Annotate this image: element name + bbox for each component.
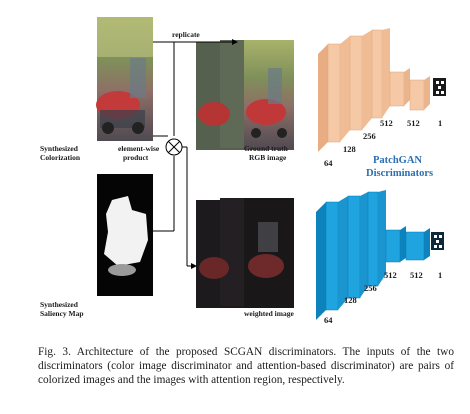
top-size-1: 1: [438, 118, 442, 128]
top-size-64: 64: [324, 158, 333, 168]
ground-truth-rgb-label: Ground truth RGB image: [244, 144, 290, 162]
patchgan-label: PatchGAN Discriminators: [366, 155, 433, 179]
architecture-figure: replicate Synthesized Colorization eleme…: [40, 17, 446, 325]
top-size-512-b: 512: [407, 118, 420, 128]
ground-truth-weighted-label: Ground truth weighted image: [244, 300, 294, 318]
top-size-128: 128: [343, 144, 356, 154]
element-wise-product-label: element-wise product: [118, 144, 161, 162]
synthesized-saliency-map: [97, 174, 153, 296]
synthesized-colorization-label: Synthesized Colorization: [40, 144, 81, 162]
bottom-size-64: 64: [324, 315, 333, 325]
bottom-size-128: 128: [344, 295, 357, 305]
top-size-512-a: 512: [380, 118, 393, 128]
top-size-256: 256: [363, 131, 376, 141]
bottom-size-512-b: 512: [410, 270, 423, 280]
bottom-size-512-a: 512: [384, 270, 397, 280]
figure-caption: Fig. 3. Architecture of the proposed SCG…: [38, 346, 454, 387]
bottom-discriminator: [316, 190, 444, 320]
synthesized-saliency-label: Synthesized Saliency Map: [40, 300, 84, 318]
bottom-size-256: 256: [364, 283, 377, 293]
top-discriminator: [318, 28, 446, 152]
element-wise-product-icon: [165, 138, 183, 156]
connector-lines: [153, 39, 238, 269]
ground-truth-weighted-stack: [196, 198, 294, 308]
ground-truth-rgb-stack: [196, 40, 294, 150]
replicate-label: replicate: [172, 30, 200, 39]
bottom-size-1: 1: [438, 270, 442, 280]
synthesized-colorization-image: [96, 17, 153, 141]
